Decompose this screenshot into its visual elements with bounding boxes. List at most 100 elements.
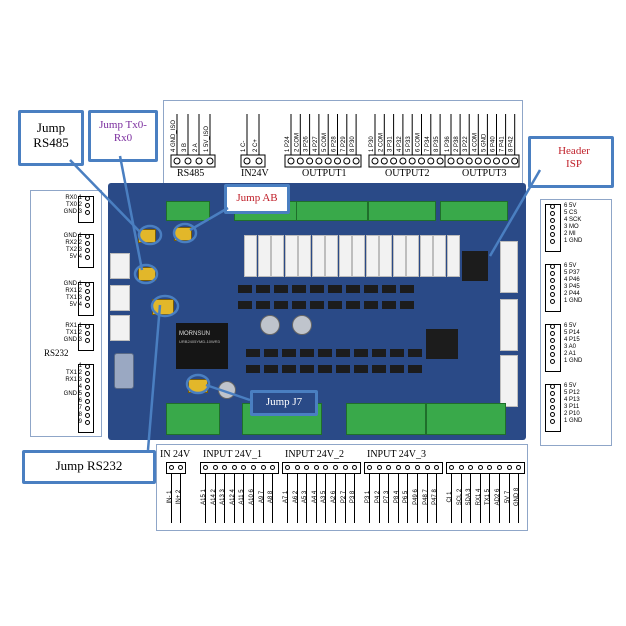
callout-jump-j7: Jump J7 <box>250 390 318 416</box>
input3-pin-label: P4 2 <box>374 490 381 504</box>
left-pin-label: RX1 1 <box>65 323 82 329</box>
input2-pin-label: A5 3 <box>302 490 309 504</box>
input3-pin <box>386 465 392 470</box>
output2-pin-3 <box>390 157 398 165</box>
output1-pin-2 <box>296 157 304 165</box>
input1-pin <box>203 465 208 470</box>
callout-jump-tx0-rx0-text: Jump Tx0-Rx0 <box>99 119 147 144</box>
right-pin <box>550 398 555 403</box>
right-pin-label: 6 5V <box>564 323 577 329</box>
right-pin-label: 1 GND <box>564 298 583 304</box>
left-pin-label: RX1 3 <box>65 377 82 383</box>
right-pin-label: 5 CS <box>564 210 578 216</box>
left-pin-label: TX1 3 <box>65 295 82 301</box>
input3-wire <box>369 473 370 523</box>
ic-chip <box>246 365 260 373</box>
ic-chip <box>364 285 378 293</box>
input2-wire <box>325 473 327 523</box>
relay <box>406 235 419 277</box>
left-pin <box>85 324 90 329</box>
rs485-title: RS485 <box>177 168 205 179</box>
misc-wire <box>460 473 462 523</box>
input2-pin-label: A4 4 <box>311 490 318 504</box>
input1-pin-label: A14 2 <box>210 489 217 505</box>
input1-wire <box>253 473 254 523</box>
input3-pin <box>367 465 372 470</box>
right-pin <box>550 271 555 276</box>
callout-jump-rs485: Jump RS485 <box>18 110 84 166</box>
input2-wire <box>344 473 346 523</box>
bottom-in24v-wire <box>180 473 181 523</box>
left-pin <box>85 234 90 239</box>
left-pin <box>85 406 90 411</box>
rs485-pin-label-4: 1 5V_ISO <box>204 126 210 152</box>
right-side-connector-1 <box>500 241 518 293</box>
in24v-pin-label-2: 2 C+ <box>253 139 259 152</box>
ic-chip <box>408 349 422 357</box>
right-pin-label: 5 P14 <box>564 330 580 336</box>
input1-title: INPUT 24V_1 <box>203 449 262 460</box>
right-pin <box>550 352 555 357</box>
relay <box>392 235 406 277</box>
misc-wire <box>518 473 520 523</box>
misc-pin <box>449 465 454 470</box>
ic-chip <box>354 349 368 357</box>
relay <box>379 235 392 277</box>
input1-pin-label: A15 1 <box>201 489 207 505</box>
output3-pin-2 <box>456 157 464 165</box>
right-pin <box>550 338 555 343</box>
input1-pin <box>222 465 228 470</box>
output1-pin-label-5: 5 COM <box>322 133 328 152</box>
right-pin <box>550 419 555 424</box>
input3-wire <box>417 473 418 523</box>
output2-pin-label-4: 4 P32 <box>397 136 403 152</box>
left-pin <box>85 248 90 253</box>
input2-pin <box>285 465 290 470</box>
relay <box>352 235 365 277</box>
output2-pin-1 <box>371 157 379 165</box>
left-pin-label: 7 <box>78 405 82 411</box>
left-pin-label: GND 1 <box>63 233 82 239</box>
input1-wire <box>233 473 235 523</box>
relay <box>244 235 257 277</box>
left-pin-label: 4 <box>78 384 82 390</box>
input1-pin-label: A13 3 <box>220 489 227 505</box>
ic-chip <box>382 285 396 293</box>
left-pin-label: 9 <box>78 419 82 425</box>
right-pin-label: 3 P45 <box>564 284 580 290</box>
bottom-terminal-input3 <box>426 403 506 435</box>
ic-chip <box>264 365 278 373</box>
output3-pin-label-2: 2 P38 <box>454 136 460 152</box>
output1-title: OUTPUT1 <box>302 168 347 179</box>
misc-pin-label: GND 8 <box>514 487 521 507</box>
bottom-in24v-pin-label: IN- 1 <box>167 490 173 504</box>
output1-pin-3 <box>306 157 314 165</box>
input1-pin <box>231 465 237 470</box>
bottom-in24v-wire <box>171 473 172 523</box>
left-pin-label: TX2 3 <box>65 247 82 253</box>
input3-connector <box>364 462 443 474</box>
ic-chip <box>382 301 396 309</box>
relay <box>325 235 338 277</box>
left-pin <box>85 282 90 287</box>
ic-chip <box>400 301 414 309</box>
left-pin <box>85 203 90 208</box>
input2-pin-label: P2 7 <box>340 490 347 504</box>
input1-wire <box>262 473 264 523</box>
input2-wire <box>354 473 356 523</box>
output3-pin-6 <box>493 157 500 165</box>
misc-pin <box>516 465 522 470</box>
in24v-title: IN24V <box>241 168 269 179</box>
input2-wire <box>296 473 298 523</box>
jumper-rs485 <box>138 229 156 243</box>
input3-pin-label: P49 6 <box>413 489 419 505</box>
left-pin <box>85 289 90 294</box>
relay <box>419 235 433 277</box>
misc-wire <box>499 473 500 523</box>
callout-jump-rs232: Jump RS232 <box>22 450 156 484</box>
right-side-connector-3 <box>500 355 518 407</box>
input1-connector <box>200 462 279 474</box>
relay <box>298 235 311 277</box>
left-pin-label: GND 3 <box>63 209 82 215</box>
